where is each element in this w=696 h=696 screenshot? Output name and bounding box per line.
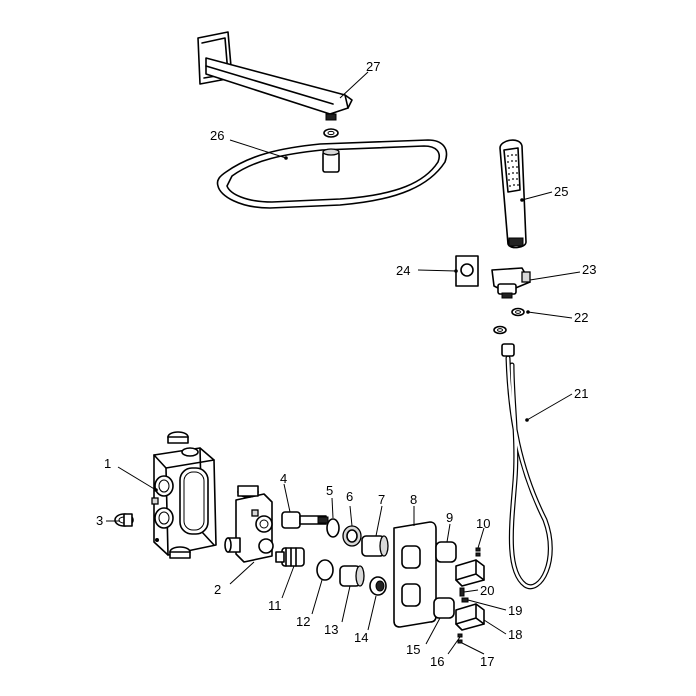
- label-9: 9: [446, 510, 453, 525]
- label-27: 27: [366, 59, 380, 74]
- label-7: 7: [378, 492, 385, 507]
- part-10-knob: [455, 547, 485, 587]
- label-12: 12: [296, 614, 310, 629]
- part-20-screw: [459, 587, 465, 597]
- label-15: 15: [406, 642, 420, 657]
- part-26-shower-head: [216, 139, 448, 209]
- part-21-shower-hose: [501, 343, 553, 590]
- label-16: 16: [430, 654, 444, 669]
- part-4-spindle: [281, 511, 329, 529]
- part-27-shower-arm: [197, 31, 353, 121]
- label-8: 8: [410, 492, 417, 507]
- label-21: 21: [574, 386, 588, 401]
- part-9-handle: [435, 541, 457, 563]
- leader-lines: [106, 71, 581, 655]
- label-24: 24: [396, 263, 410, 278]
- label-26: 26: [210, 128, 224, 143]
- part-7-sleeve: [361, 535, 389, 557]
- label-18: 18: [508, 627, 522, 642]
- part-3-plug: [114, 513, 134, 527]
- label-25: 25: [554, 184, 568, 199]
- label-19: 19: [508, 603, 522, 618]
- part-8-cover-plate: [393, 521, 437, 628]
- label-2: 2: [214, 582, 221, 597]
- label-5: 5: [326, 483, 333, 498]
- arm-washer: [323, 128, 339, 138]
- label-14: 14: [354, 630, 368, 645]
- part-22-washers: [493, 307, 525, 335]
- part-19-screw: [461, 597, 469, 603]
- part-15-handle: [433, 597, 455, 619]
- label-1: 1: [104, 456, 111, 471]
- label-17: 17: [480, 654, 494, 669]
- part-13-nut: [339, 565, 365, 587]
- part-6-nut: [342, 525, 362, 547]
- label-6: 6: [346, 489, 353, 504]
- label-13: 13: [324, 622, 338, 637]
- part-12-o-ring: [316, 559, 334, 581]
- part-14-sleeve: [369, 576, 387, 596]
- label-4: 4: [280, 471, 287, 486]
- label-10: 10: [476, 516, 490, 531]
- part-24-wall-flange: [455, 255, 479, 287]
- label-22: 22: [574, 310, 588, 325]
- part-5-o-ring: [326, 518, 340, 538]
- part-23-wall-outlet-bracket: [491, 267, 531, 299]
- part-25-hand-shower: [499, 139, 527, 249]
- part-11-cartridge-stem: [275, 547, 305, 567]
- part-16-17-screws: [457, 633, 463, 644]
- part-labels: 27 26 25 24 23 22 21 1 3 2 4 11 5 6 7 8 …: [96, 59, 596, 669]
- part-18-knob: [455, 603, 485, 631]
- label-3: 3: [96, 513, 103, 528]
- label-11: 11: [268, 598, 282, 613]
- part-2-cartridge-body: [224, 485, 274, 563]
- label-20: 20: [480, 583, 494, 598]
- label-23: 23: [582, 262, 596, 277]
- part-1-valve-body: [151, 431, 217, 559]
